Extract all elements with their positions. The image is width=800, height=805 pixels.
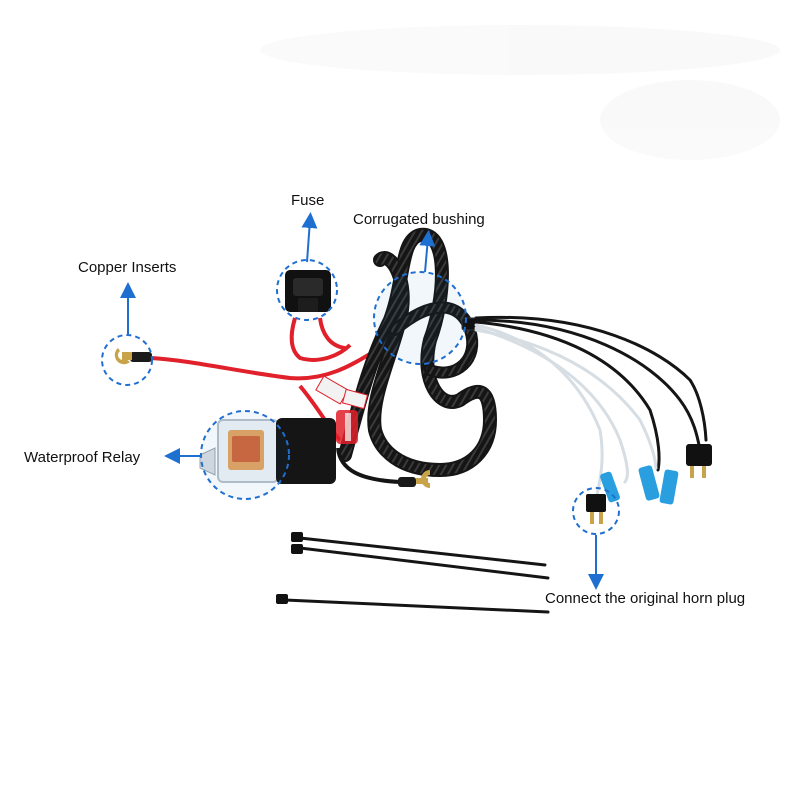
relay-ground-wire	[336, 447, 430, 488]
corrugated-bushing-label: Corrugated bushing	[353, 211, 485, 228]
dashed-circle-icon	[101, 334, 153, 386]
output-wires	[474, 315, 708, 497]
dashed-circle-icon	[572, 487, 620, 535]
dashed-circle-icon	[373, 271, 467, 365]
blue-arrow-icon	[419, 230, 436, 273]
background-smudges	[260, 25, 780, 160]
wire-label-tags	[315, 375, 369, 410]
callout-corrugated-bushing	[373, 230, 467, 365]
cable-tie-heads	[276, 532, 303, 604]
blue-arrow-icon	[301, 212, 318, 263]
fuse-holder	[285, 270, 331, 312]
copper-insert-terminal	[114, 348, 152, 365]
copper-inserts-label: Copper Inserts	[78, 259, 177, 276]
waterproof-relay-label: Waterproof Relay	[24, 449, 141, 466]
cable-ties	[283, 536, 550, 614]
callout-copper-inserts	[101, 282, 153, 386]
dashed-circle-icon	[276, 259, 338, 321]
fuse-label: Fuse	[291, 192, 325, 209]
callout-fuse	[276, 212, 338, 321]
waterproof-relay	[199, 410, 358, 484]
horn-plug-connectors	[586, 444, 712, 524]
horn-plug-label: Connect the original horn plug	[545, 590, 746, 607]
callout-waterproof-relay	[164, 410, 290, 500]
corrugated-bushing	[338, 227, 498, 478]
dashed-circle-icon	[200, 410, 290, 500]
callout-horn-plug	[572, 487, 620, 590]
